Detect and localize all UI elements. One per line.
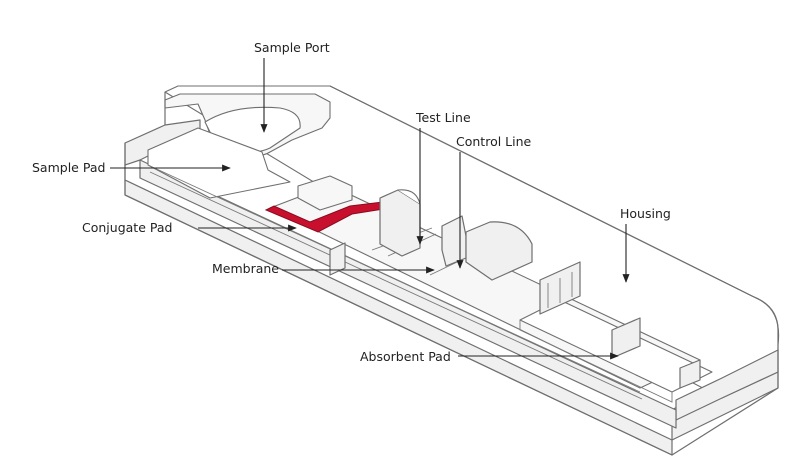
- label-housing: Housing: [620, 206, 671, 221]
- label-absorbent-pad: Absorbent Pad: [360, 349, 451, 364]
- label-conjugate-pad: Conjugate Pad: [82, 220, 172, 235]
- sample-pad: [147, 127, 291, 199]
- label-sample-port: Sample Port: [254, 40, 330, 55]
- label-test-line: Test Line: [415, 110, 471, 125]
- labels: Sample Port Test Line Control Line Sampl…: [32, 40, 671, 364]
- label-control-line: Control Line: [456, 134, 532, 149]
- strip: [147, 127, 713, 403]
- label-membrane: Membrane: [212, 261, 279, 276]
- label-sample-pad: Sample Pad: [32, 160, 105, 175]
